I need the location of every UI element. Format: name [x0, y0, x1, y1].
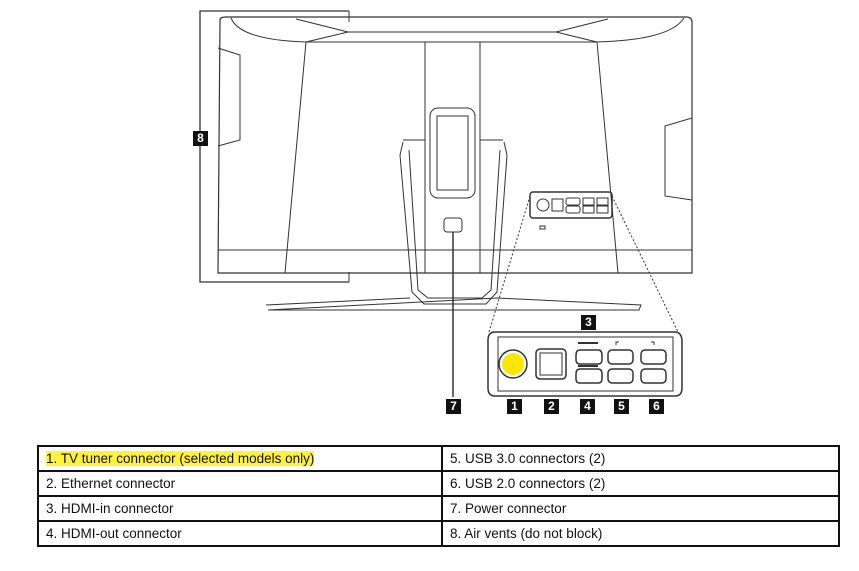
legend-item-2: 2. Ethernet connector	[37, 470, 443, 497]
air-vent-bracket	[199, 10, 349, 283]
callout-1: 1	[507, 399, 522, 414]
legend-item-5: 5. USB 3.0 connectors (2)	[441, 445, 840, 472]
port-panel-detail	[487, 331, 683, 397]
legend-item-6: 6. USB 2.0 connectors (2)	[441, 470, 840, 497]
callout-5: 5	[614, 399, 629, 414]
callout-4: 4	[580, 399, 595, 414]
legend-cell: 1. TV tuner connector (selected models o…	[37, 445, 443, 472]
table-row: 2. Ethernet connector 6. USB 2.0 connect…	[37, 470, 840, 497]
callout-7: 7	[446, 399, 461, 414]
connector-legend-table: 1. TV tuner connector (selected models o…	[37, 445, 840, 547]
callout-2: 2	[544, 399, 559, 414]
legend-item-3: 3. HDMI-in connector	[37, 495, 443, 522]
callout-8: 8	[193, 131, 208, 146]
rear-view-diagram: 8 3 7 1 2 4 5 6	[193, 10, 693, 414]
legend-item-4: 4. HDMI-out connector	[37, 520, 443, 547]
legend-item-8: 8. Air vents (do not block)	[441, 520, 840, 547]
callout-3: 3	[581, 315, 596, 330]
legend-item-7: 7. Power connector	[441, 495, 840, 522]
table-row: 3. HDMI-in connector 7. Power connector	[37, 495, 840, 522]
callout-6: 6	[649, 399, 664, 414]
computer-drawing	[199, 10, 693, 397]
monitor-back	[217, 16, 693, 274]
legend-item-1: 1. TV tuner connector (selected models o…	[46, 451, 315, 466]
tv-tuner-port-highlight	[502, 353, 524, 375]
table-row: 4. HDMI-out connector 8. Air vents (do n…	[37, 520, 840, 547]
table-row: 1. TV tuner connector (selected models o…	[37, 445, 840, 472]
